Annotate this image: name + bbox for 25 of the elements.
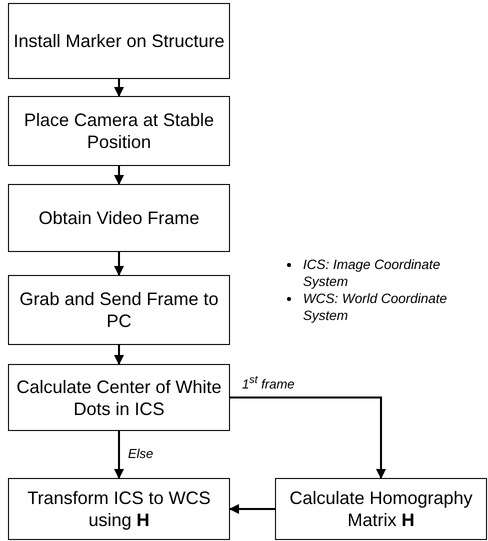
- step-text: Calculate Homography Matrix H: [288, 487, 474, 531]
- process-box: [8, 184, 230, 252]
- process-box: [8, 478, 230, 540]
- note-text: WCS: World Coordinate System: [303, 291, 448, 323]
- note-text: ICS: Image Coordinate System: [303, 257, 440, 289]
- step-text: Install Marker on Structure: [13, 30, 225, 52]
- step-text: Obtain Video Frame: [38, 207, 200, 229]
- edge-label: 1$^{st}$ frame: [242, 374, 295, 391]
- arrow: [114, 345, 124, 365]
- step-text: Place Camera at Stable Position: [22, 109, 216, 153]
- arrow: [114, 252, 124, 276]
- arrow: [114, 79, 124, 97]
- process-box: [8, 96, 230, 166]
- step-text: Transform ICS to WCS using H: [26, 487, 212, 531]
- process-box: [8, 3, 230, 79]
- arrow: [229, 504, 275, 514]
- process-box: [8, 275, 230, 345]
- arrow: [230, 396, 386, 479]
- arrow: [114, 166, 124, 185]
- edge-label: Else: [128, 446, 154, 460]
- step-text: Grab and Send Frame to PC: [18, 288, 220, 332]
- process-box: [275, 478, 487, 540]
- process-box: [8, 364, 230, 431]
- step-text: Calculate Center of White Dots in ICS: [15, 376, 223, 420]
- arrow: [114, 431, 124, 479]
